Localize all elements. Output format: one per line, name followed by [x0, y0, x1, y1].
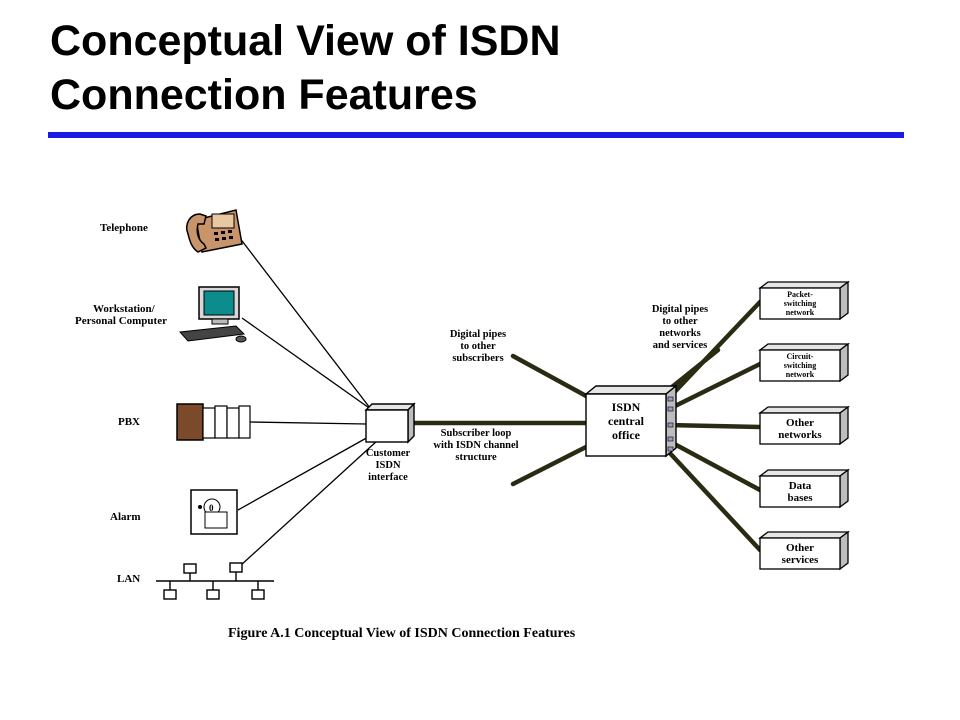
telephone-icon [186, 209, 243, 253]
subscriber-loop-label-3: structure [455, 452, 497, 463]
customer-interface-label-3: interface [368, 472, 408, 483]
pbx-icon [176, 403, 251, 441]
packet-label-3: network [786, 308, 815, 317]
pipe-to-subscribers-upper [510, 353, 591, 400]
central-office-label-2: central [608, 414, 645, 428]
subscriber-loop-label-2: with ISDN channel [433, 440, 518, 451]
link-pbx [249, 421, 367, 425]
subscriber-loop-label-1: Subscriber loop [441, 428, 512, 439]
alarm-icon: 0 [190, 489, 238, 535]
circuit-label-3: network [786, 370, 815, 379]
other-networks-label-1: Other [786, 417, 814, 429]
other-services-label-1: Other [786, 542, 814, 554]
central-office-label-1: ISDN [612, 400, 641, 414]
figure-caption: Figure A.1 Conceptual View of ISDN Conne… [228, 626, 576, 641]
link-telephone [235, 232, 371, 409]
network-box-other-networks: Other networks [758, 405, 850, 446]
alarm-label: Alarm [110, 511, 141, 523]
pipe-to-subscribers-lower [510, 443, 591, 487]
packet-label-2: switching [784, 299, 816, 308]
lan-label: LAN [117, 573, 140, 585]
pipe-data-bases [664, 437, 763, 493]
central-office-label-3: office [612, 428, 641, 442]
title-line-1: Conceptual View of ISDN [50, 17, 561, 65]
title-rule [48, 132, 904, 138]
link-workstation [241, 317, 373, 411]
pipes-subscribers-label-1: Digital pipes [450, 329, 506, 340]
title-line-2: Connection Features [50, 71, 478, 119]
pipes-subscribers-label-2: to other [460, 341, 496, 352]
digital-pipes [407, 299, 763, 553]
pipes-subscribers-label-3: subscribers [452, 353, 503, 364]
other-networks-label-2: networks [778, 429, 822, 441]
slide-title: Conceptual View of ISDN Connection Featu… [50, 14, 930, 122]
link-lan [239, 439, 379, 567]
link-alarm [237, 435, 371, 511]
pipes-networks-label-3: networks [659, 328, 700, 339]
data-bases-label-1: Data [789, 480, 812, 492]
customer-interface-label-1: Customer [366, 448, 411, 459]
pipe-other-services [664, 447, 763, 553]
packet-label-1: Packet- [787, 290, 813, 299]
isdn-central-office-box [584, 384, 678, 458]
device-links [235, 232, 379, 567]
pipes-networks-label-2: to other [662, 316, 698, 327]
workstation-icon [178, 286, 247, 343]
customer-isdn-interface-box [364, 402, 416, 444]
circuit-label-1: Circuit- [787, 352, 814, 361]
data-bases-label-2: bases [787, 492, 813, 504]
pipe-circuit [664, 361, 763, 413]
pbx-label: PBX [118, 416, 140, 428]
telephone-label: Telephone [100, 222, 148, 234]
workstation-label-2: Personal Computer [75, 315, 167, 327]
workstation-label-1: Workstation/ [93, 303, 156, 315]
pipe-other-networks [664, 422, 763, 430]
circuit-label-2: switching [784, 361, 816, 370]
other-services-label-2: services [782, 554, 819, 566]
network-box-data-bases: Data bases [758, 468, 850, 509]
network-box-packet: Packet- switching network [758, 280, 850, 321]
lan-icon [156, 562, 274, 600]
network-box-circuit: Circuit- switching network [758, 342, 850, 383]
pipes-networks-label-1: Digital pipes [652, 304, 708, 315]
pipe-packet [664, 299, 763, 403]
svg-text:0: 0 [209, 503, 214, 513]
pipes-networks-label-4: and services [653, 340, 708, 351]
customer-interface-label-2: ISDN [375, 460, 401, 471]
network-box-other-services: Other services [758, 530, 850, 571]
